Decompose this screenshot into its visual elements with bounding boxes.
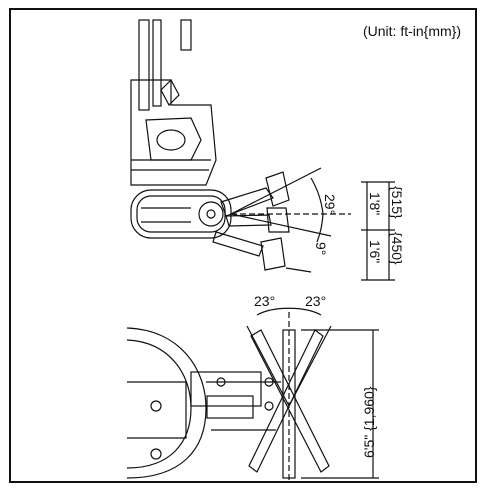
angle-right-label: 23° — [305, 293, 327, 309]
dim-lower-metric: {450} — [389, 232, 405, 265]
top-dimension-lines — [301, 329, 379, 479]
dim-upper-metric: {515} — [389, 186, 405, 219]
side-dimension-lines — [361, 181, 395, 281]
angle-upper-label: 29° — [322, 194, 338, 216]
machine-top-body — [126, 327, 281, 479]
dim-lower-imperial: 1'6" — [367, 240, 383, 264]
side-angle-lines — [230, 167, 351, 273]
width-dimension-label: 6'5" {1,960} — [361, 386, 377, 459]
angle-left-label: 23° — [254, 293, 276, 309]
track-side — [130, 189, 232, 239]
angle-lower-label: 9° — [313, 242, 329, 256]
blade-diagram — [126, 19, 395, 480]
dim-upper-imperial: 1'8" — [367, 192, 383, 216]
blade-top — [246, 307, 332, 480]
blade-side — [212, 171, 290, 271]
diagram-frame: (Unit: ft-in{mm}) — [9, 8, 477, 483]
unit-note: (Unit: ft-in{mm}) — [362, 23, 461, 39]
machine-side-body — [130, 19, 217, 186]
